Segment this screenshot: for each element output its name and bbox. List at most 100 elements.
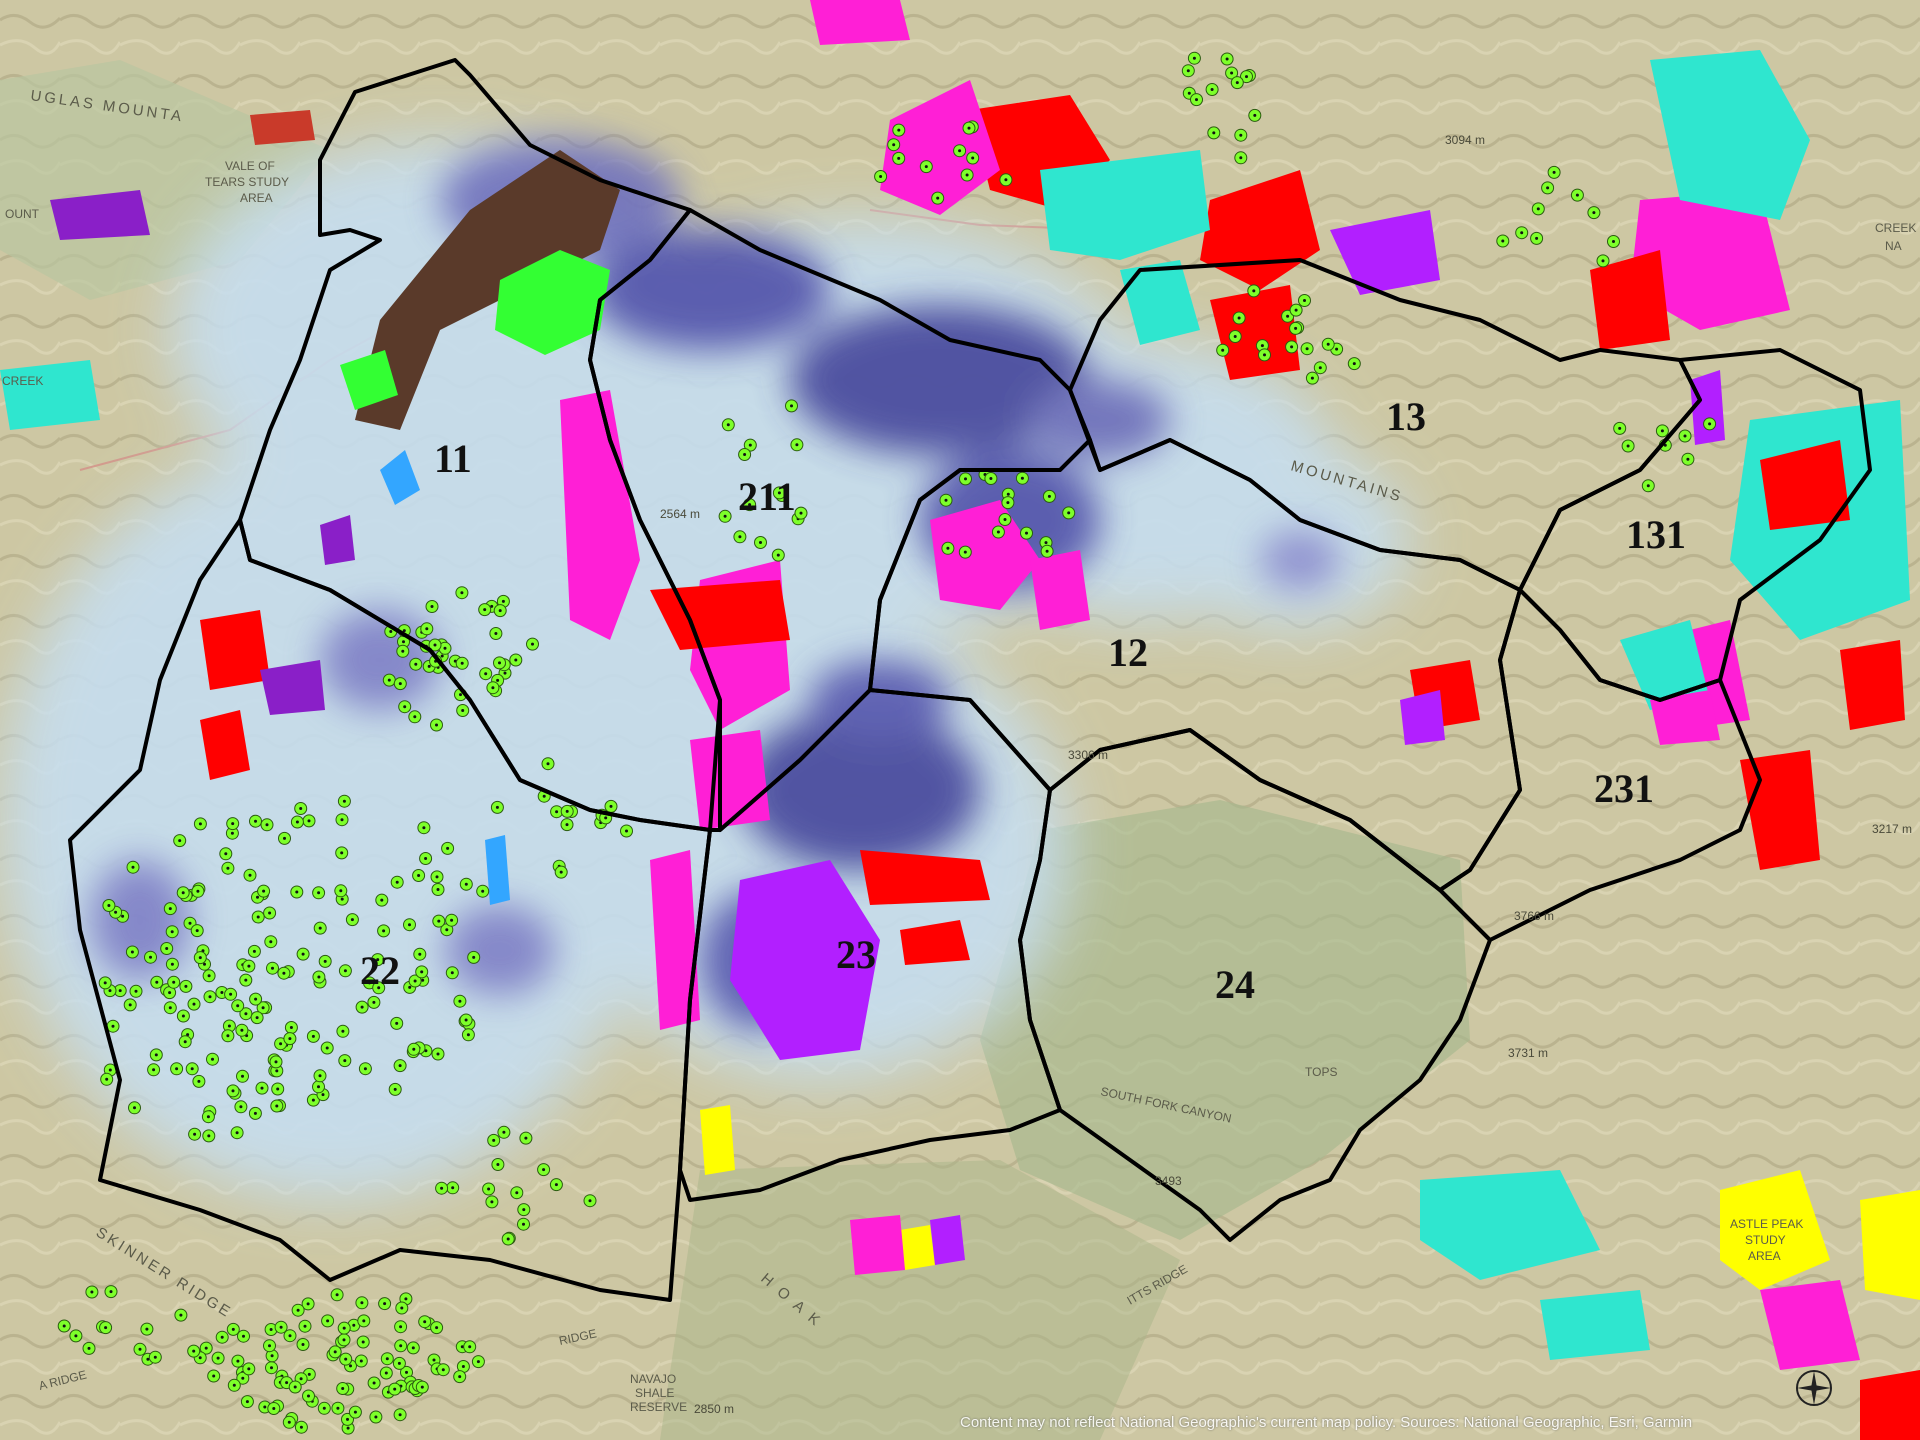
well-point-center	[1210, 88, 1214, 91]
well-point-center	[1294, 308, 1298, 312]
well-point-center	[1663, 443, 1667, 447]
well-point-center	[748, 443, 752, 447]
well-point-center	[62, 1324, 66, 1328]
well-point-center	[451, 1186, 455, 1190]
well-point-center	[531, 642, 534, 646]
well-point-center	[1294, 326, 1298, 330]
well-point-center	[268, 1344, 271, 1348]
well-point-center	[311, 1034, 315, 1038]
well-point-center	[372, 1000, 376, 1004]
well-point-center	[306, 1302, 310, 1306]
well-point-center	[339, 889, 343, 893]
parcel-red-23	[860, 850, 990, 905]
well-point-center	[212, 1374, 216, 1378]
well-point-center	[175, 1067, 179, 1071]
well-point-center	[342, 1326, 346, 1330]
boundary-zone-24	[1018, 728, 1492, 1242]
well-point-center	[87, 1346, 91, 1350]
well-point-center	[138, 1347, 142, 1351]
well-point-center	[224, 852, 228, 856]
well-point-center	[384, 1371, 388, 1375]
parcel-magenta-12-b	[1030, 550, 1090, 630]
label-creek-left: CREEK	[2, 374, 43, 388]
parcel-cyan-north-2	[1120, 260, 1200, 345]
label-castle-peak: ASTLE PEAK	[1730, 1217, 1803, 1231]
well-point-center	[420, 970, 424, 974]
well-point-center	[231, 1327, 235, 1331]
well-point-center	[168, 991, 172, 995]
well-point-center	[318, 1074, 322, 1078]
well-point-center	[461, 709, 465, 712]
well-point-center	[466, 1033, 470, 1037]
well-point-center	[490, 1200, 494, 1204]
well-point-center	[231, 822, 235, 826]
well-point-center	[967, 126, 971, 130]
zone-labels: 11 211 13 131 12 231 22 23 24	[360, 394, 1686, 1007]
well-point-center	[1186, 69, 1190, 73]
well-point-center	[989, 477, 993, 480]
parcel-red-east	[1760, 440, 1850, 530]
well-point-center	[897, 156, 901, 160]
well-point-center	[495, 805, 499, 809]
well-point-center	[436, 1052, 440, 1056]
label-vale-of-tears-3: AREA	[240, 191, 273, 205]
well-point-center	[380, 898, 384, 902]
parcel-purple-nw	[50, 190, 150, 240]
well-point-center	[776, 553, 780, 557]
well-point-center	[424, 857, 428, 860]
well-point-center	[121, 914, 125, 918]
parcel-blue	[380, 450, 420, 505]
well-point-center	[464, 882, 468, 886]
well-point-center	[1239, 156, 1243, 160]
well-point-center	[604, 816, 608, 820]
well-point-center	[198, 956, 202, 960]
well-point-center	[247, 964, 251, 968]
parcel-red-nw	[250, 110, 315, 145]
parcel-magenta-north-1	[880, 80, 1000, 215]
well-point-center	[413, 979, 417, 983]
well-point-center	[168, 1006, 172, 1010]
well-point-center	[413, 715, 417, 719]
well-point-center	[111, 1024, 115, 1028]
parcel-red-23-b	[900, 920, 970, 965]
well-point-center	[1618, 426, 1622, 430]
label-greek: CREEK	[1875, 221, 1916, 235]
label-vale-of-tears-2: TEARS STUDY	[205, 175, 289, 189]
well-point-center	[363, 1067, 367, 1071]
well-point-center	[799, 511, 803, 515]
well-point-center	[344, 1357, 348, 1361]
well-point-center	[522, 1222, 525, 1226]
well-point-center	[236, 1004, 240, 1008]
well-point-center	[963, 550, 967, 554]
parcel-cyan-ne	[1650, 50, 1810, 220]
well-point-center	[424, 1049, 428, 1053]
well-point-center	[192, 1002, 196, 1006]
well-point-center	[1683, 434, 1687, 438]
parcel-magenta-west-23	[650, 850, 700, 1030]
well-point-center	[109, 1290, 113, 1294]
well-point-center	[254, 819, 257, 823]
well-point-center	[441, 1368, 445, 1372]
well-point-center	[433, 643, 437, 647]
parcel-purple-12-mid	[1400, 690, 1445, 745]
well-point-center	[1047, 494, 1051, 498]
well-point-center	[515, 1191, 519, 1195]
well-point-center	[432, 1358, 436, 1362]
basemap-green-south	[660, 1160, 1180, 1440]
well-point-center	[279, 1042, 283, 1046]
well-point-center	[227, 1024, 231, 1028]
well-point-center	[464, 1018, 468, 1022]
well-point-center	[385, 1357, 389, 1361]
well-point-center	[1318, 366, 1322, 370]
well-point-center	[494, 632, 498, 635]
well-point-center	[216, 1356, 220, 1360]
well-point-center	[502, 1130, 506, 1134]
zone-label-23: 23	[836, 932, 876, 977]
well-point-center	[299, 1377, 303, 1381]
well-point-center	[1212, 131, 1216, 135]
well-point-center	[254, 997, 258, 1001]
well-point-center	[491, 686, 495, 690]
well-point-center	[1546, 186, 1550, 190]
